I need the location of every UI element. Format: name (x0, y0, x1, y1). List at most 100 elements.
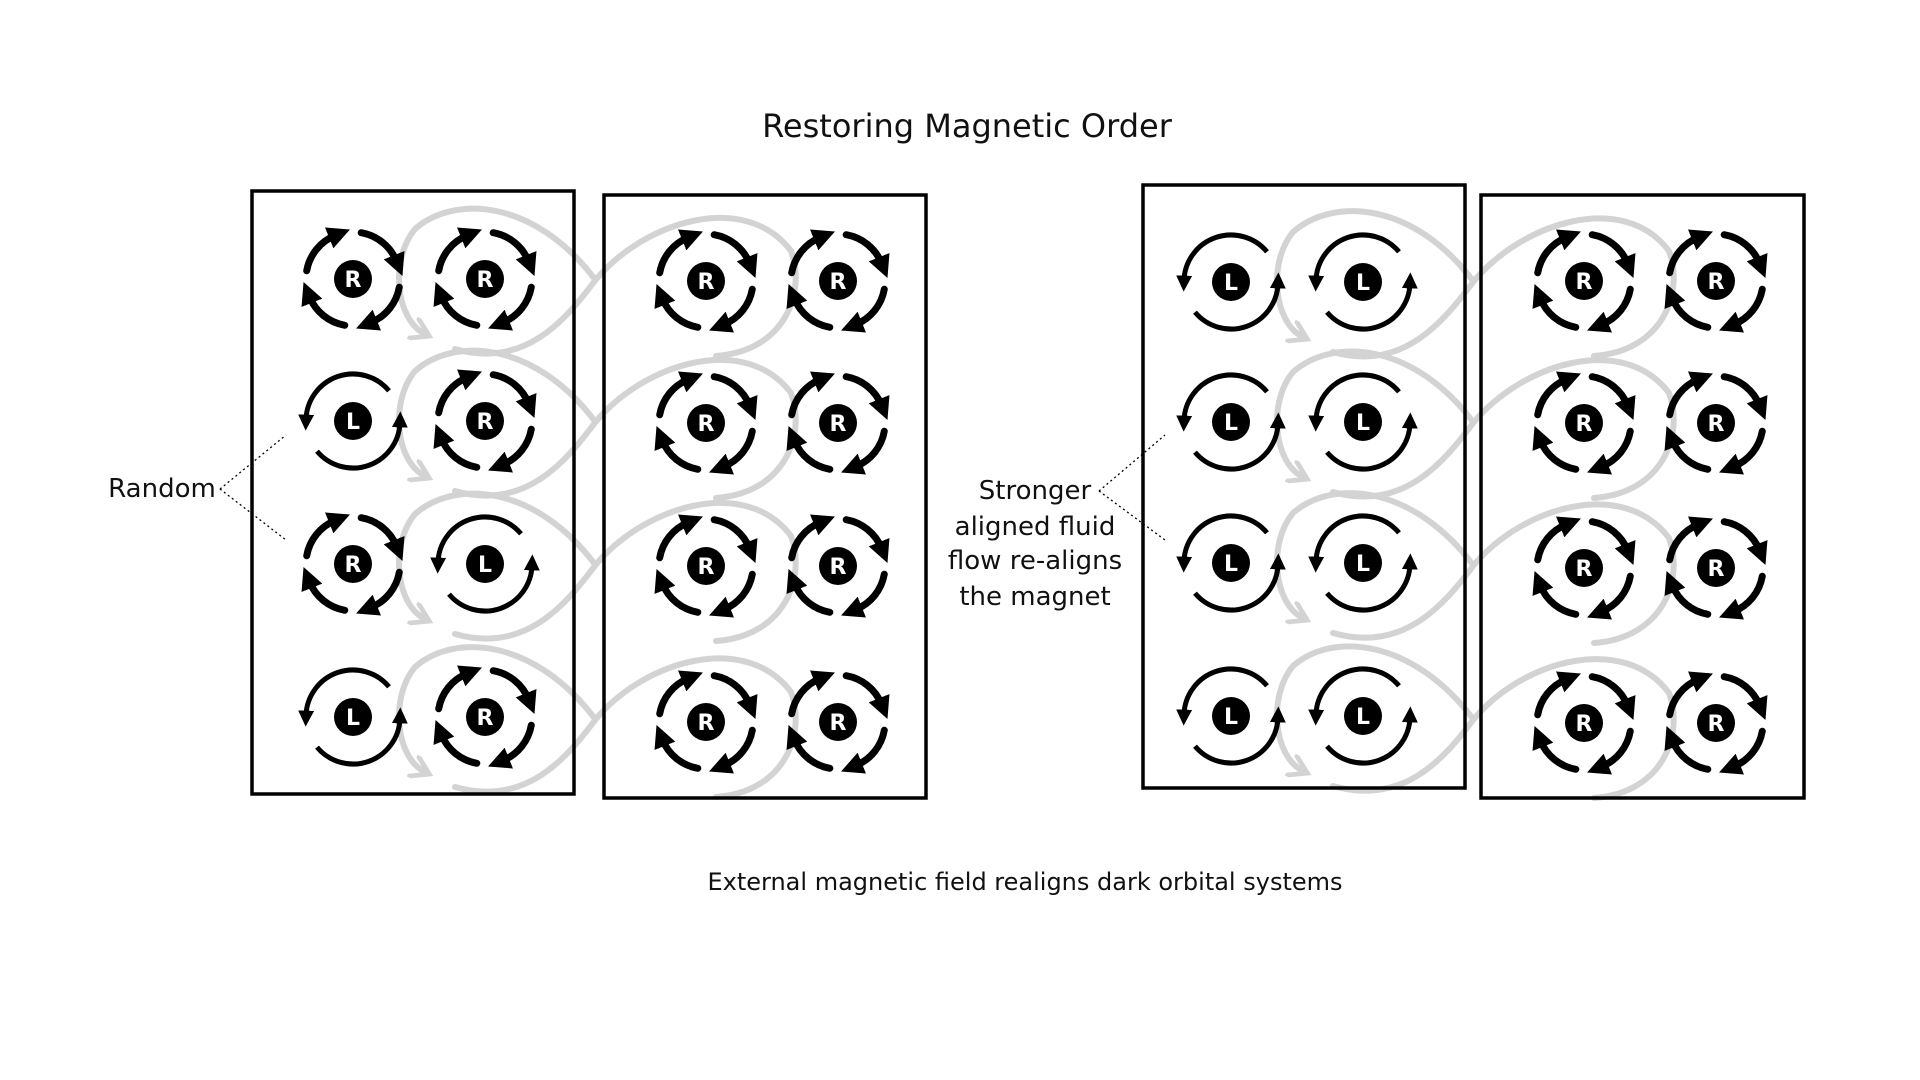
rotation-arrow (1325, 412, 1418, 472)
rotation-arrow (435, 665, 482, 713)
spin-letter: L (1356, 552, 1370, 577)
rotation-arrow (1534, 671, 1581, 719)
realign-pointer-lower (1098, 490, 1166, 541)
panel-box (1479, 193, 1806, 800)
spin-letter: L (1356, 411, 1370, 436)
spin-letter: R (830, 270, 847, 295)
spin-letter: R (1576, 557, 1593, 582)
rotation-arrow (488, 721, 535, 769)
clockwise-orbital-system: R (654, 229, 758, 333)
core-dot (1697, 404, 1735, 442)
core-dot (1565, 404, 1603, 442)
rotation-arrow (1176, 666, 1269, 726)
core-dot (819, 703, 857, 741)
rotation-arrow (298, 371, 391, 431)
rotation-arrow (1193, 412, 1286, 472)
rotation-arrow (842, 373, 890, 420)
spin-letter: R (345, 268, 362, 293)
core-dot (466, 260, 504, 298)
clockwise-orbital-system: R (1532, 371, 1636, 475)
spin-letter: L (1224, 705, 1238, 730)
core-dot (466, 402, 504, 440)
clockwise-orbital-system: R (786, 371, 890, 475)
rotation-arrow (841, 427, 888, 475)
svg-text:aligned fluid: aligned fluid (955, 512, 1116, 542)
rotation-arrow (1308, 372, 1401, 432)
flow-loop (1330, 215, 1677, 360)
flow-arrow (1274, 208, 1477, 337)
rotation-arrow (842, 672, 890, 719)
counterclockwise-orbital-system: L (298, 371, 408, 471)
spin-letter: R (698, 555, 715, 580)
rotation-arrow (710, 672, 758, 719)
clockwise-orbital-system: R (1664, 229, 1768, 333)
rotation-arrow (1193, 553, 1286, 613)
rotation-arrow (654, 284, 702, 331)
rotation-arrow (1534, 229, 1581, 277)
rotation-arrow (841, 726, 888, 774)
spin-letter: R (830, 412, 847, 437)
spin-letter: L (1356, 705, 1370, 730)
rotation-arrow (654, 426, 702, 473)
rotation-arrow (1587, 572, 1634, 620)
core-dot (1212, 263, 1250, 301)
clockwise-orbital-system: R (786, 229, 890, 333)
rotation-arrow (1587, 285, 1634, 333)
clockwise-orbital-system: R (786, 670, 890, 774)
rotation-arrow (1532, 426, 1580, 473)
clockwise-orbital-system: R (654, 514, 758, 618)
core-dot (687, 404, 725, 442)
rotation-arrow (709, 726, 756, 774)
spin-letter: R (1708, 557, 1725, 582)
spin-letter: R (477, 268, 494, 293)
core-dot (466, 698, 504, 736)
spin-letter: R (698, 270, 715, 295)
panel-layer (250, 183, 1806, 800)
core-dot (1565, 549, 1603, 587)
clockwise-orbital-system: R (433, 227, 537, 331)
core-dot (334, 698, 372, 736)
rotation-arrow (1720, 518, 1768, 565)
counterclockwise-orbital-system: L (1176, 666, 1286, 766)
rotation-arrow (788, 670, 835, 718)
rotation-arrow (710, 516, 758, 563)
spin-letter: R (698, 711, 715, 736)
clockwise-orbital-system: R (1664, 371, 1768, 475)
spin-letter: R (830, 555, 847, 580)
rotation-arrow (710, 231, 758, 278)
clockwise-orbital-system: R (433, 369, 537, 473)
counterclockwise-orbital-system: L (1308, 513, 1418, 613)
rotation-arrow (1720, 673, 1768, 720)
rotation-arrow (1588, 231, 1636, 278)
flow-loop (1330, 656, 1677, 801)
spin-letter: R (345, 553, 362, 578)
clockwise-orbital-system: R (1532, 516, 1636, 620)
clockwise-orbital-system: R (786, 514, 890, 618)
spin-letter: R (1576, 412, 1593, 437)
spin-letter: R (1708, 270, 1725, 295)
spin-letter: L (1224, 271, 1238, 296)
rotation-arrow (430, 514, 523, 574)
rotation-arrow (709, 570, 756, 618)
rotation-arrow (709, 285, 756, 333)
rotation-arrow (1588, 373, 1636, 420)
rotation-arrow (654, 569, 702, 616)
rotation-arrow (1720, 231, 1768, 278)
rotation-arrow (435, 369, 482, 417)
spin-letter: R (830, 711, 847, 736)
rotation-arrow (1664, 726, 1712, 773)
rotation-arrow (1666, 671, 1713, 719)
flow-arrow (1274, 348, 1477, 477)
flow-arrow (1274, 643, 1477, 771)
rotation-arrow (786, 569, 834, 616)
rotation-arrow (1308, 513, 1401, 573)
spin-letter: R (698, 412, 715, 437)
panel-box (1141, 183, 1467, 790)
core-dot (1697, 704, 1735, 742)
svg-text:flow re-aligns: flow re-aligns (948, 546, 1122, 576)
rotation-arrow (841, 570, 888, 618)
diagram-caption: External magnetic field realigns dark or… (707, 868, 1342, 896)
core-dot (1344, 544, 1382, 582)
rotation-arrow (1308, 232, 1401, 292)
